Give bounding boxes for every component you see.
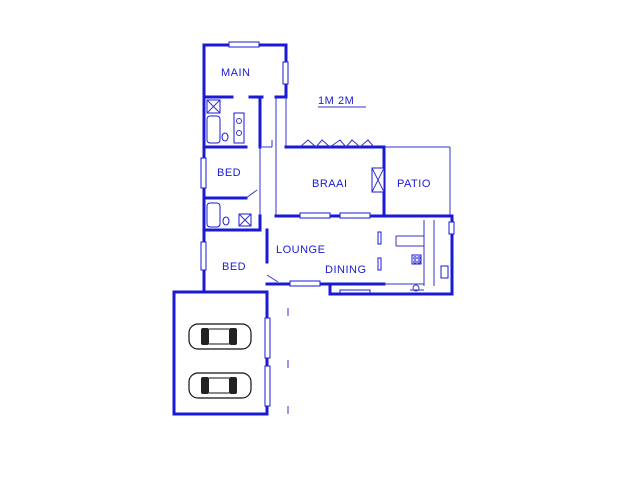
scale-label-2m: 2M (338, 95, 354, 107)
room-label-dining: DINING (325, 264, 367, 276)
window (289, 280, 321, 287)
garage (172, 290, 289, 416)
patio: PATIO (384, 146, 451, 216)
bedroom-1: BED (200, 145, 258, 200)
stove-icon (411, 254, 422, 265)
window (448, 221, 455, 235)
scale-bar: 1M 2M (318, 95, 366, 108)
corridor (259, 97, 287, 216)
room-label-lounge: LOUNGE (276, 244, 325, 256)
toilet-icon (222, 216, 230, 226)
door-marker (377, 257, 382, 271)
car-icon (188, 372, 252, 399)
bathtub-icon (206, 202, 221, 228)
lounge-dining: LOUNGE DINING (265, 214, 454, 296)
window (200, 157, 207, 189)
window (200, 241, 207, 271)
braai-room: BRAAI (274, 139, 386, 219)
bathtub-icon (206, 115, 221, 144)
fridge-icon (440, 265, 449, 279)
toilet-icon (221, 132, 229, 142)
room-label-bed1: BED (217, 167, 241, 179)
room-label-patio: PATIO (397, 178, 431, 190)
window (339, 212, 371, 219)
door-marker (377, 231, 382, 245)
bathroom-1 (202, 95, 273, 149)
scale-label-1m: 1M (318, 95, 334, 107)
room-label-main: MAIN (221, 67, 251, 79)
room-label-bed2: BED (222, 261, 246, 273)
window (299, 212, 331, 219)
bathroom-2 (202, 202, 262, 232)
garage-door (264, 317, 271, 359)
car-icon (188, 323, 252, 350)
garage-door (264, 365, 271, 407)
kitchen (384, 220, 455, 292)
window (282, 61, 289, 85)
room-label-braai: BRAAI (312, 178, 348, 190)
vanity-icon (233, 112, 245, 144)
window (228, 41, 260, 48)
